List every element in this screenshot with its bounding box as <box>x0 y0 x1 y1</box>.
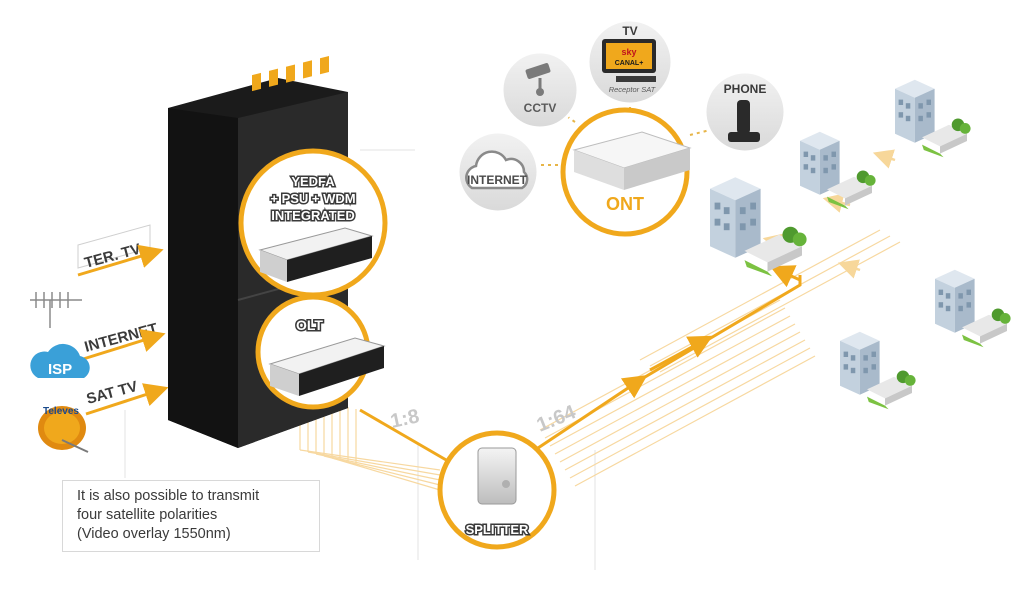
splitter-callout: SPLITTER <box>437 430 557 550</box>
note-line-2: four satellite polarities <box>77 507 218 523</box>
olt-callout: OLT <box>255 294 386 410</box>
rack-vents <box>252 55 329 92</box>
guide-lines <box>124 149 596 570</box>
phone-icon <box>728 100 760 142</box>
tv-screen-brand: sky <box>621 47 636 57</box>
satellite-dish-icon: Televes <box>38 406 89 453</box>
cctv-bubble: CCTV <box>500 50 580 130</box>
ont-label: ONT <box>606 194 644 214</box>
internet-sign: INTERNET <box>79 320 166 362</box>
buildings <box>710 79 1011 410</box>
building-icon <box>800 131 876 210</box>
building-icon <box>895 79 971 158</box>
televes-logo-text: Televes <box>43 406 79 417</box>
yedfa-line1: YEDFA <box>291 174 335 189</box>
satellite-note-box: It is also possible to transmit four sat… <box>62 480 320 552</box>
tv-icon: sky CANAL+ <box>602 39 656 82</box>
cloud-icon <box>465 150 529 190</box>
tv-label: TV <box>622 24 637 38</box>
olt-label: OLT <box>296 317 323 333</box>
sat-tv-sign: SAT TV <box>85 378 169 416</box>
building-icon <box>710 177 807 277</box>
tv-bubble: TV sky CANAL+ Receptor SAT <box>586 18 674 106</box>
building-icon <box>840 331 916 410</box>
ter-tv-sign: TER. TV <box>77 224 164 277</box>
yedfa-callout: YEDFA + PSU + WDM INTEGRATED <box>238 148 388 298</box>
note-line-3: (Video overlay 1550nm) <box>77 526 231 542</box>
sat-tv-label: SAT TV <box>85 378 140 408</box>
ont-callout: ONT <box>560 107 692 237</box>
tv-screen-channel: CANAL+ <box>615 60 644 67</box>
building-icon <box>935 269 1011 348</box>
yedfa-line2: + PSU + WDM <box>270 191 355 206</box>
internet-bubble: INTERNET <box>456 130 540 214</box>
cctv-camera-icon <box>525 63 551 96</box>
splitter-label: SPLITTER <box>466 522 529 537</box>
phone-bubble: PHONE <box>703 70 787 154</box>
ratio-1-8: 1:8 <box>388 405 421 433</box>
isp-logo-text: ISP <box>48 361 72 378</box>
phone-label: PHONE <box>724 82 767 96</box>
tv-receptor-label: Receptor SAT <box>609 85 657 94</box>
note-line-1: It is also possible to transmit <box>77 488 260 504</box>
main-fiber-route <box>359 265 802 470</box>
antenna-icon <box>30 292 82 328</box>
yedfa-line3: INTEGRATED <box>271 208 355 223</box>
source-signs: TER. TV INTERNET SAT TV ISP <box>30 224 169 453</box>
internet-service-label: INTERNET <box>467 173 528 187</box>
isp-cloud-icon: ISP <box>30 343 90 378</box>
cctv-label: CCTV <box>524 101 557 115</box>
